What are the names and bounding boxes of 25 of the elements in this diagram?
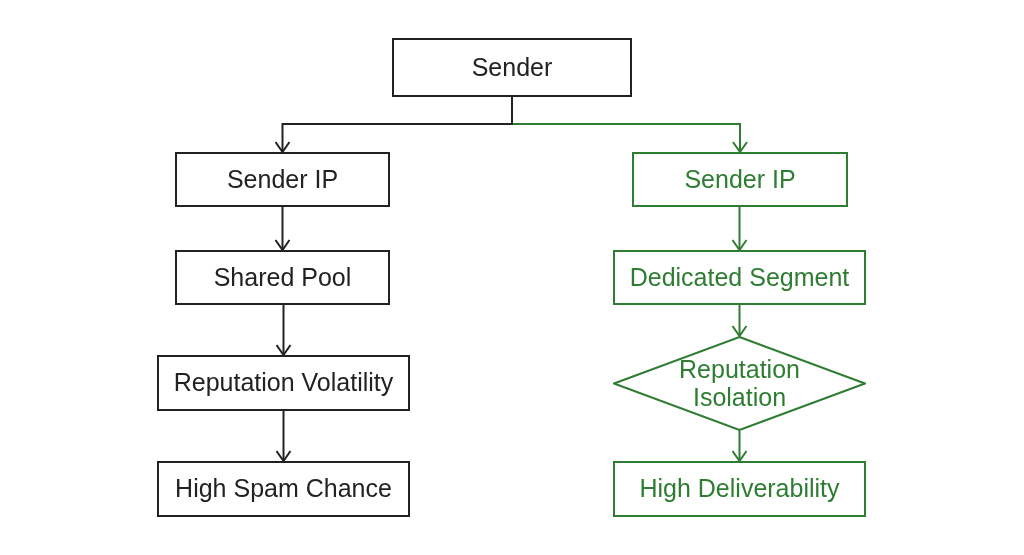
process-box (157, 355, 410, 411)
process-box (613, 461, 866, 517)
node-label: Sender IP (226, 165, 339, 194)
process-box (175, 152, 390, 207)
process-box (613, 250, 866, 305)
node-label: Dedicated Segment (629, 263, 850, 292)
node-label: Shared Pool (213, 263, 352, 292)
arrow (731, 430, 748, 462)
node-label: High Spam Chance (175, 475, 392, 503)
arrow (731, 304, 748, 337)
node-label: Reputation Volatility (173, 369, 394, 397)
arrow (275, 410, 292, 462)
node-label: High Deliverability (639, 475, 840, 503)
process-box (157, 461, 410, 517)
decision-diamond (613, 336, 866, 431)
arrow (274, 206, 291, 251)
arrow (275, 304, 292, 356)
process-box (632, 152, 848, 207)
arrow (274, 96, 513, 153)
arrow (731, 206, 748, 251)
node-label: Sender IP (684, 165, 796, 194)
node-label: Sender (471, 53, 553, 82)
process-box (175, 250, 390, 305)
process-box (392, 38, 632, 97)
node-label: Reputation Isolation (678, 356, 801, 411)
